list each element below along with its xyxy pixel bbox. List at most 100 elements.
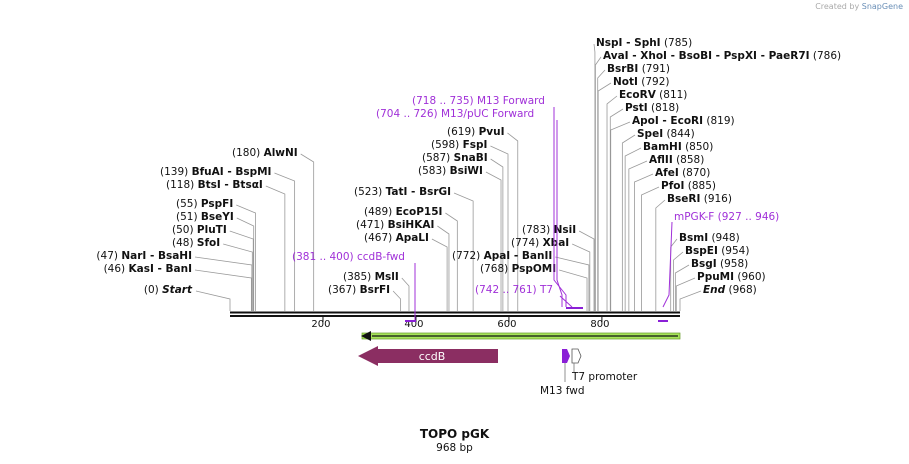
enzyme-leader (673, 251, 684, 311)
feature-label-ccdb: ccdB (419, 350, 446, 363)
enzyme-leader (679, 290, 702, 311)
enzyme-label[interactable]: (587) SnaBI (422, 152, 488, 164)
primer-label-t7[interactable]: (742 .. 761) T7 (475, 284, 553, 296)
primer-bar-ccdb-fwd (405, 320, 416, 322)
enzyme-leader (621, 134, 636, 311)
enzyme-leader (490, 145, 509, 311)
feature-label-t7-promoter: T7 promoter (571, 371, 638, 383)
primer-label-ccdb-fwd[interactable]: (381 .. 400) ccdB-fwd (292, 251, 405, 263)
enzyme-leader (594, 56, 602, 311)
enzyme-label[interactable]: (50) PluTI (172, 224, 227, 236)
enzyme-leader (485, 171, 502, 311)
snapgene-credit: Created by SnapGene (815, 2, 903, 11)
enzyme-leader (609, 108, 624, 311)
primer-leaders (414, 107, 673, 322)
enzyme-leader (578, 230, 595, 311)
enzyme-leader (236, 217, 255, 311)
enzyme-leader (674, 264, 690, 311)
enzyme-label[interactable]: BsmI (948) (679, 232, 740, 244)
feature-t7-promoter[interactable]: T7 promoter (571, 348, 638, 383)
primer-label-m13-forward[interactable]: (718 .. 735) M13 Forward (412, 95, 545, 107)
enzyme-label[interactable]: AfeI (870) (655, 167, 710, 179)
enzyme-leader (401, 277, 410, 311)
enzyme-label[interactable]: PfoI (885) (661, 180, 716, 192)
enzyme-label[interactable]: (48) SfoI (172, 237, 220, 249)
enzyme-label[interactable]: (46) KasI - BanI (104, 263, 192, 275)
enzyme-leader (597, 82, 612, 311)
enzyme-label[interactable]: (619) PvuI (447, 126, 505, 138)
enzyme-label[interactable]: SpeI (844) (637, 128, 695, 140)
enzyme-label[interactable]: EcoRV (811) (619, 89, 687, 101)
enzyme-label[interactable]: (467) ApaLI (364, 232, 429, 244)
enzyme-label[interactable]: AvaI - XhoI - BsoBI - PspXI - PaeR7I (78… (603, 50, 841, 62)
enzyme-leader (606, 95, 618, 311)
enzyme-label[interactable]: (783) NsiI (522, 224, 576, 236)
insert-bar (361, 331, 681, 341)
enzyme-label[interactable]: (471) BsiHKAI (356, 219, 434, 231)
enzyme-label[interactable]: BsgI (958) (691, 258, 748, 270)
plasmid-length: 968 bp (436, 442, 473, 454)
enzyme-label[interactable]: (51) BseYI (176, 211, 234, 223)
enzyme-label[interactable]: (385) MslI (343, 271, 399, 283)
enzyme-label[interactable]: End (968) (703, 284, 757, 296)
enzyme-label[interactable]: (47) NarI - BsaHI (96, 250, 192, 262)
enzyme-label[interactable]: NotI (792) (613, 76, 670, 88)
enzyme-leader (223, 243, 253, 311)
enzyme-leader (490, 158, 504, 311)
enzyme-leader (507, 132, 519, 311)
axis-tick-label: 400 (404, 319, 423, 330)
enzyme-leader (628, 160, 648, 311)
axis-tick-label: 200 (311, 319, 330, 330)
snapgene-logo: SnapGene (861, 2, 903, 11)
feature-m13-fwd[interactable]: M13 fwd (540, 349, 585, 397)
primer-bar-mpgk-f (658, 320, 668, 322)
enzyme-label[interactable]: (489) EcoP15I (364, 206, 442, 218)
enzyme-label[interactable]: (774) XbaI (511, 237, 569, 249)
enzyme-label[interactable]: (180) AlwNI (232, 147, 298, 159)
feature-ccdb[interactable]: ccdB (358, 346, 498, 366)
enzyme-label[interactable]: (0) Start (144, 284, 193, 296)
primer-label-m13-puc-forward[interactable]: (704 .. 726) M13/pUC Forward (376, 108, 534, 120)
enzyme-leader (572, 243, 591, 311)
enzyme-label[interactable]: BsrBI (791) (607, 63, 670, 75)
enzyme-leader (300, 153, 315, 311)
enzyme-leader (641, 186, 660, 311)
enzyme-leader (437, 225, 450, 311)
enzyme-label[interactable]: BseRI (916) (667, 193, 732, 205)
enzyme-label[interactable]: (139) BfuAI - BspMI (160, 166, 271, 178)
enzyme-leader (675, 277, 696, 311)
enzyme-leader (593, 43, 596, 311)
enzyme-leader (265, 185, 286, 311)
enzyme-label[interactable]: (118) BtsI - BtsαI (166, 179, 263, 191)
enzyme-leader (195, 290, 231, 311)
enzyme-leader (610, 121, 631, 311)
enzyme-label[interactable]: (768) PspOMI (480, 263, 556, 275)
primer-bars (405, 307, 668, 322)
enzyme-label[interactable]: PpuMI (960) (697, 271, 766, 283)
enzyme-leader (236, 204, 256, 311)
enzyme-label[interactable]: AflII (858) (649, 154, 704, 166)
enzyme-label[interactable]: ApoI - EcoRI (819) (632, 115, 735, 127)
primer-label-mpgk-f[interactable]: mPGK-F (927 .. 946) (674, 211, 779, 223)
plasmid-name: TOPO pGK (419, 427, 490, 441)
enzyme-label[interactable]: (772) ApaI - BanII (452, 250, 552, 262)
primer-bar-t7 (572, 307, 583, 309)
enzyme-label[interactable]: NspI - SphI (785) (596, 37, 692, 49)
enzyme-leader (597, 69, 606, 311)
enzyme-label[interactable]: (583) BsiWI (418, 165, 483, 177)
enzyme-label[interactable]: (598) FspI (431, 139, 487, 151)
primer-labels: (718 .. 735) M13 Forward (704 .. 726) M1… (292, 95, 779, 296)
enzyme-label[interactable]: (523) TatI - BsrGI (354, 186, 451, 198)
enzyme-label[interactable]: (55) PspFI (176, 198, 233, 210)
axis-tick-label: 600 (497, 319, 516, 330)
enzyme-label[interactable]: PstI (818) (625, 102, 679, 114)
enzyme-labels: (0) Start (46) KasI - BanI (47) NarI - B… (96, 37, 841, 296)
enzyme-leader (555, 256, 590, 311)
enzyme-label[interactable]: (367) BsrFI (328, 284, 390, 296)
enzyme-label[interactable]: BspEI (954) (685, 245, 749, 257)
enzyme-leader (634, 173, 654, 311)
enzyme-label[interactable]: BamHI (850) (643, 141, 713, 153)
feature-label-m13-fwd: M13 fwd (540, 385, 585, 397)
